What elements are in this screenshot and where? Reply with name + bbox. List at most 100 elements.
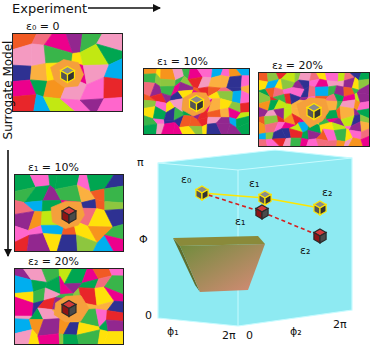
grain (109, 269, 123, 276)
orientation-cube (62, 207, 76, 223)
grain (104, 287, 123, 302)
grain-map (143, 68, 250, 135)
strain-label: ε₁ = 10% (14, 161, 124, 174)
grain (315, 87, 328, 97)
orientation-cube (314, 201, 326, 215)
tracked-grain (51, 60, 84, 88)
strain-label: ε₀ = 0 (12, 20, 123, 33)
axis-title: Surrogate Model (1, 41, 15, 140)
direction-arrow (88, 7, 160, 9)
grain (216, 117, 230, 123)
grain (357, 93, 369, 103)
point-label: ε₁ (235, 215, 245, 228)
grain (59, 334, 64, 344)
axis-label: 2π (333, 318, 347, 331)
cube-face (69, 305, 76, 317)
point-label: ε₁ (249, 177, 259, 190)
orientation-cube (61, 67, 75, 83)
point-label: ε₀ (181, 173, 191, 186)
cube-face (314, 233, 320, 244)
grain-map (14, 268, 124, 345)
grain (289, 129, 303, 139)
axis-label: Φ (139, 233, 148, 246)
microstructure-panel: ε₁ = 10% (14, 161, 124, 252)
grain (227, 76, 242, 88)
cube-face (314, 108, 321, 120)
axis-label: ϕ₂ (290, 325, 302, 338)
orientation-cube (256, 205, 268, 219)
cube-face (314, 205, 320, 216)
grain (209, 75, 222, 88)
grain (162, 123, 175, 135)
grain (144, 74, 156, 84)
cube-face (202, 190, 208, 201)
grain-map-image (15, 269, 123, 344)
grain (325, 141, 338, 146)
cube-face (262, 209, 268, 220)
axis-title: Experiment (12, 1, 87, 16)
grain (153, 107, 166, 120)
grain (153, 119, 165, 124)
grain (284, 104, 292, 109)
grain (357, 85, 369, 95)
grain (25, 201, 43, 212)
axis-label: ϕ₁ (167, 325, 179, 338)
orientation-cube (196, 186, 208, 200)
grain (38, 334, 60, 344)
cube-face (307, 108, 314, 120)
direction-arrow (7, 150, 9, 256)
grain (30, 175, 50, 187)
grain (64, 335, 79, 345)
grain-map-image (13, 34, 122, 111)
grain (308, 86, 316, 97)
orientation-markers (196, 186, 326, 243)
grain (237, 69, 249, 76)
cube-face (68, 71, 75, 83)
tracked-grain (297, 98, 329, 128)
cube-face (61, 71, 68, 83)
strain-label: ε₁ = 10% (143, 55, 250, 68)
grain (220, 108, 229, 118)
grain (98, 97, 123, 111)
grain (241, 103, 250, 113)
grain (105, 186, 123, 203)
cube-face (259, 195, 265, 206)
cube-face (190, 100, 197, 112)
fundamental-zone (173, 236, 265, 292)
tracked-grain (51, 201, 84, 228)
grain (202, 124, 207, 134)
cube-face (265, 195, 271, 206)
grain (105, 209, 123, 227)
orientation-cube (259, 191, 271, 205)
grain (30, 63, 47, 81)
grain (144, 124, 158, 134)
grain (106, 320, 123, 332)
grain (104, 332, 123, 344)
microstructure-panel: ε₂ = 20% (14, 255, 124, 345)
axis-label: π (137, 156, 144, 169)
grain (15, 235, 29, 251)
cube-face (62, 211, 69, 223)
grain (38, 319, 60, 337)
strain-label: ε₂ = 20% (14, 255, 124, 268)
grain (77, 330, 100, 344)
grain (241, 91, 250, 104)
point-label: ε₂ (300, 244, 310, 257)
grain (66, 34, 82, 53)
microstructure-panel: ε₂ = 20% (258, 59, 370, 147)
grain (237, 123, 249, 135)
cube-face (69, 211, 76, 223)
grain (334, 129, 346, 142)
grain (197, 69, 212, 78)
orientation-cube (307, 104, 321, 120)
grain-map-image (15, 175, 123, 251)
orientation-cube (62, 301, 76, 317)
cube-face (320, 205, 326, 216)
tracked-grain (54, 296, 89, 322)
grain (104, 59, 122, 80)
grain-map-image (259, 73, 369, 146)
microstructure-panel: ε₁ = 10% (143, 55, 250, 135)
grain (164, 107, 175, 120)
axis-label: 0 (145, 309, 152, 322)
grain (180, 116, 192, 128)
